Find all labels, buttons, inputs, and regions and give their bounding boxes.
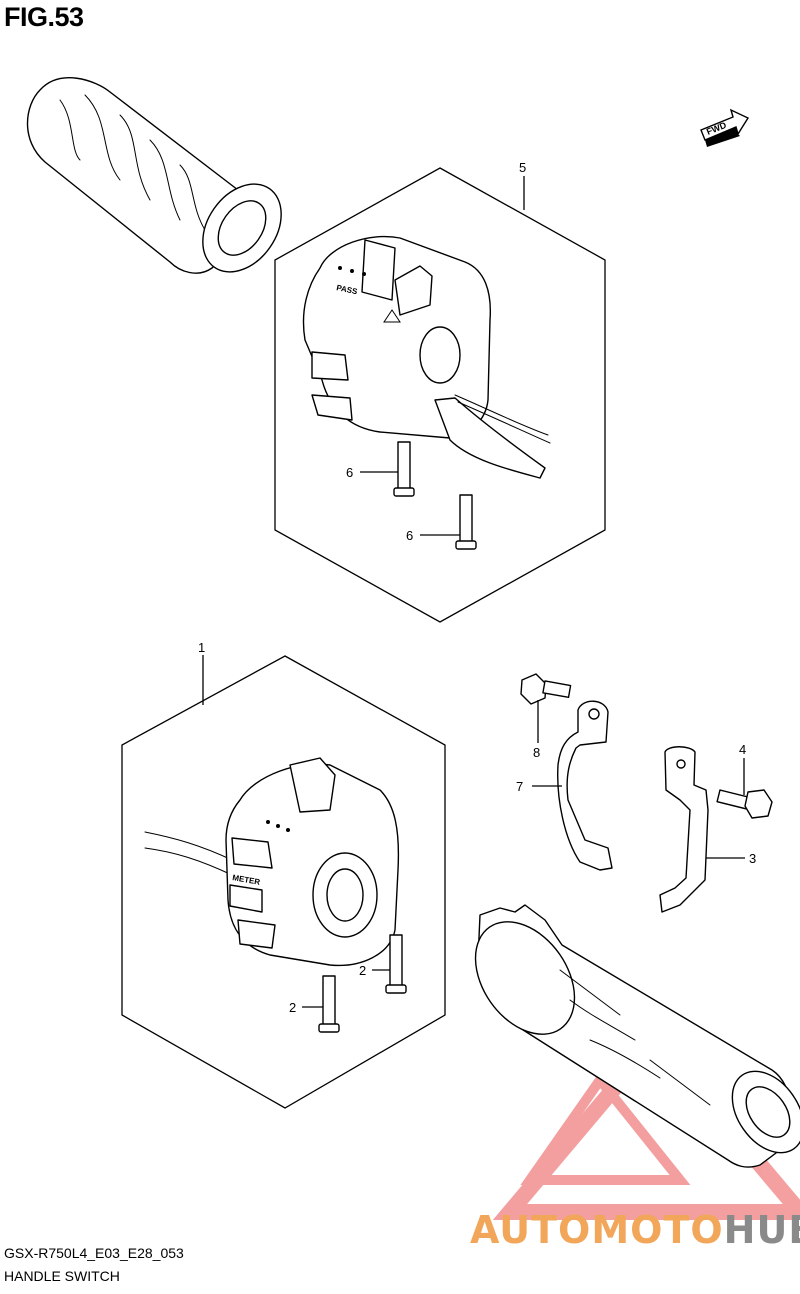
pass-switch-label: PASS: [336, 283, 359, 296]
bolt-4: [716, 789, 773, 819]
callout-2b: 2: [289, 1000, 296, 1015]
callout-4: 4: [739, 742, 746, 757]
left-handle-switch-assembly: METER: [144, 757, 400, 967]
screw-2a: [318, 975, 340, 1033]
figure-name: HANDLE SWITCH: [4, 1268, 120, 1284]
callout-5: 5: [519, 160, 526, 175]
bracket-3: [659, 746, 709, 913]
assembly-boundary-1: [121, 655, 446, 1109]
bolt-8: [520, 673, 572, 705]
bracket-7: [557, 700, 613, 871]
callout-1: 1: [198, 640, 205, 655]
left-handlebar-grip: [26, 77, 282, 274]
screw-6a: [393, 441, 415, 497]
callout-2a: 2: [359, 963, 366, 978]
watermark-part1: AUTOMOTO: [470, 1208, 724, 1252]
screw-6b: [455, 494, 477, 550]
assembly-boundary-5: [274, 167, 606, 623]
callout-6a: 6: [346, 465, 353, 480]
callout-7: 7: [516, 779, 523, 794]
forward-arrow-icon: FWD: [700, 108, 750, 147]
model-code: GSX-R750L4_E03_E28_053: [4, 1245, 184, 1261]
hazard-icon: [383, 309, 401, 323]
callout-8: 8: [533, 745, 540, 760]
figure-title: FIG.53: [4, 2, 84, 32]
callout-6b: 6: [406, 528, 413, 543]
screw-2b: [385, 934, 407, 994]
watermark-text: AUTOMOTOHUB: [470, 1208, 800, 1252]
right-handle-switch-assembly: PASS: [302, 235, 551, 479]
watermark-part2: HUB: [724, 1208, 800, 1252]
leader-lines: [202, 176, 745, 1008]
callout-3: 3: [749, 851, 756, 866]
right-handlebar-grip: [474, 904, 800, 1168]
